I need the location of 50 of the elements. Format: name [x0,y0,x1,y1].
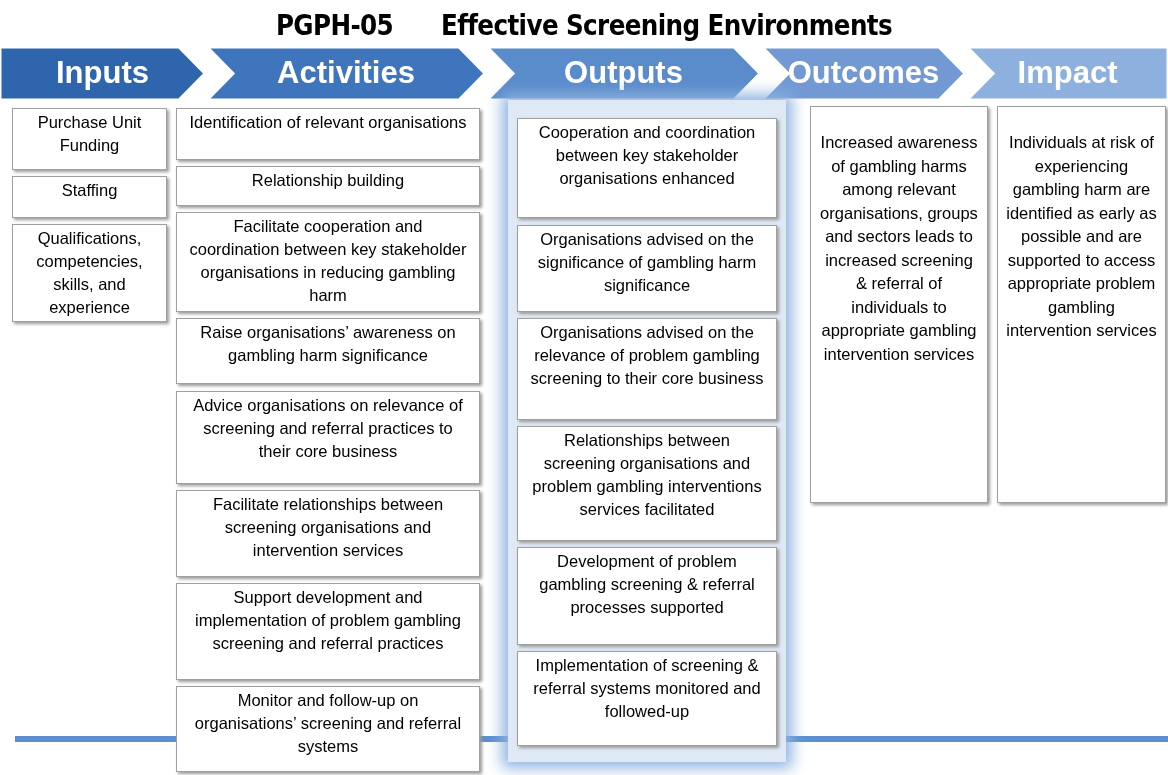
text-box [517,318,777,420]
box-text: Relationship building [251,170,405,191]
stage-label: Impact [1017,54,1118,93]
text-box [176,686,480,772]
result-box [997,106,1166,503]
stage-label: Outputs [564,54,683,93]
box-text: Cooperation and coordination between key stakeholder organisations enhanced [537,122,757,189]
text-box [12,176,167,218]
text-box [176,391,480,484]
text-box [176,166,480,206]
box-text: Staffing [61,180,118,201]
box-text: Facilitate cooperation and coordination between key stakeholder organisations in reducing gambling harm [189,216,467,306]
box-text: Relationships between screening organisations and problem gambling interventions services facilitated [531,430,763,520]
stage-label: Inputs [56,54,149,93]
stage-header [207,47,485,100]
diagram-title: PGPH-05 Effective Screening Environments [274,7,894,44]
text-box [12,224,167,322]
stage-label: Activities [277,54,415,93]
text-box [517,225,777,312]
box-text: Advice organisations on relevance of screening and referral practices to their core business [192,395,464,462]
box-text: Implementation of screening & referral systems monitored and followed-up [532,655,762,722]
box-text: Individuals at risk of experiencing gambling harm are identified as early as possible and are supported to access appropriate problem gambling intervention services [1006,132,1157,341]
box-text: Organisations advised on the relevance of problem gambling screening to their core business [530,322,764,389]
text-box [176,490,480,577]
stage-header [0,47,205,100]
text-box [176,583,480,680]
box-text: Monitor and follow-up on organisations’ screening and referral systems [193,690,463,757]
box-text: Qualifications, competencies, skills, and experience [35,228,144,318]
stage-header [762,47,965,100]
text-box [517,651,777,746]
box-text: Raise organisations’ awareness on gambling harm significance [199,322,457,366]
highlight-panel [508,100,786,762]
stage-header [487,47,760,100]
text-box [517,547,777,645]
box-text: Facilitate relationships between screening organisations and intervention services [211,494,445,561]
text-box [176,212,480,312]
box-text: Identification of relevant organisations [189,112,467,133]
text-box [517,426,777,541]
box-text: Organisations advised on the significance of gambling harm significance [536,229,758,296]
box-text: Increased awareness of gambling harms among relevant organisations, groups and sectors leads to increased screening & referral of individuals to appropriate gambling intervention services [819,132,979,365]
box-text: Purchase Unit Funding [36,112,143,156]
stage-header [967,47,1168,100]
text-box [176,108,480,160]
text-box [176,318,480,384]
result-box [810,106,988,503]
text-box [517,118,777,218]
box-text: Development of problem gambling screening & referral processes supported [538,551,756,618]
box-text: Support development and implementation of problem gambling screening and referral practices [194,587,462,654]
stage-label: Outcomes [787,54,940,93]
text-box [12,108,167,170]
